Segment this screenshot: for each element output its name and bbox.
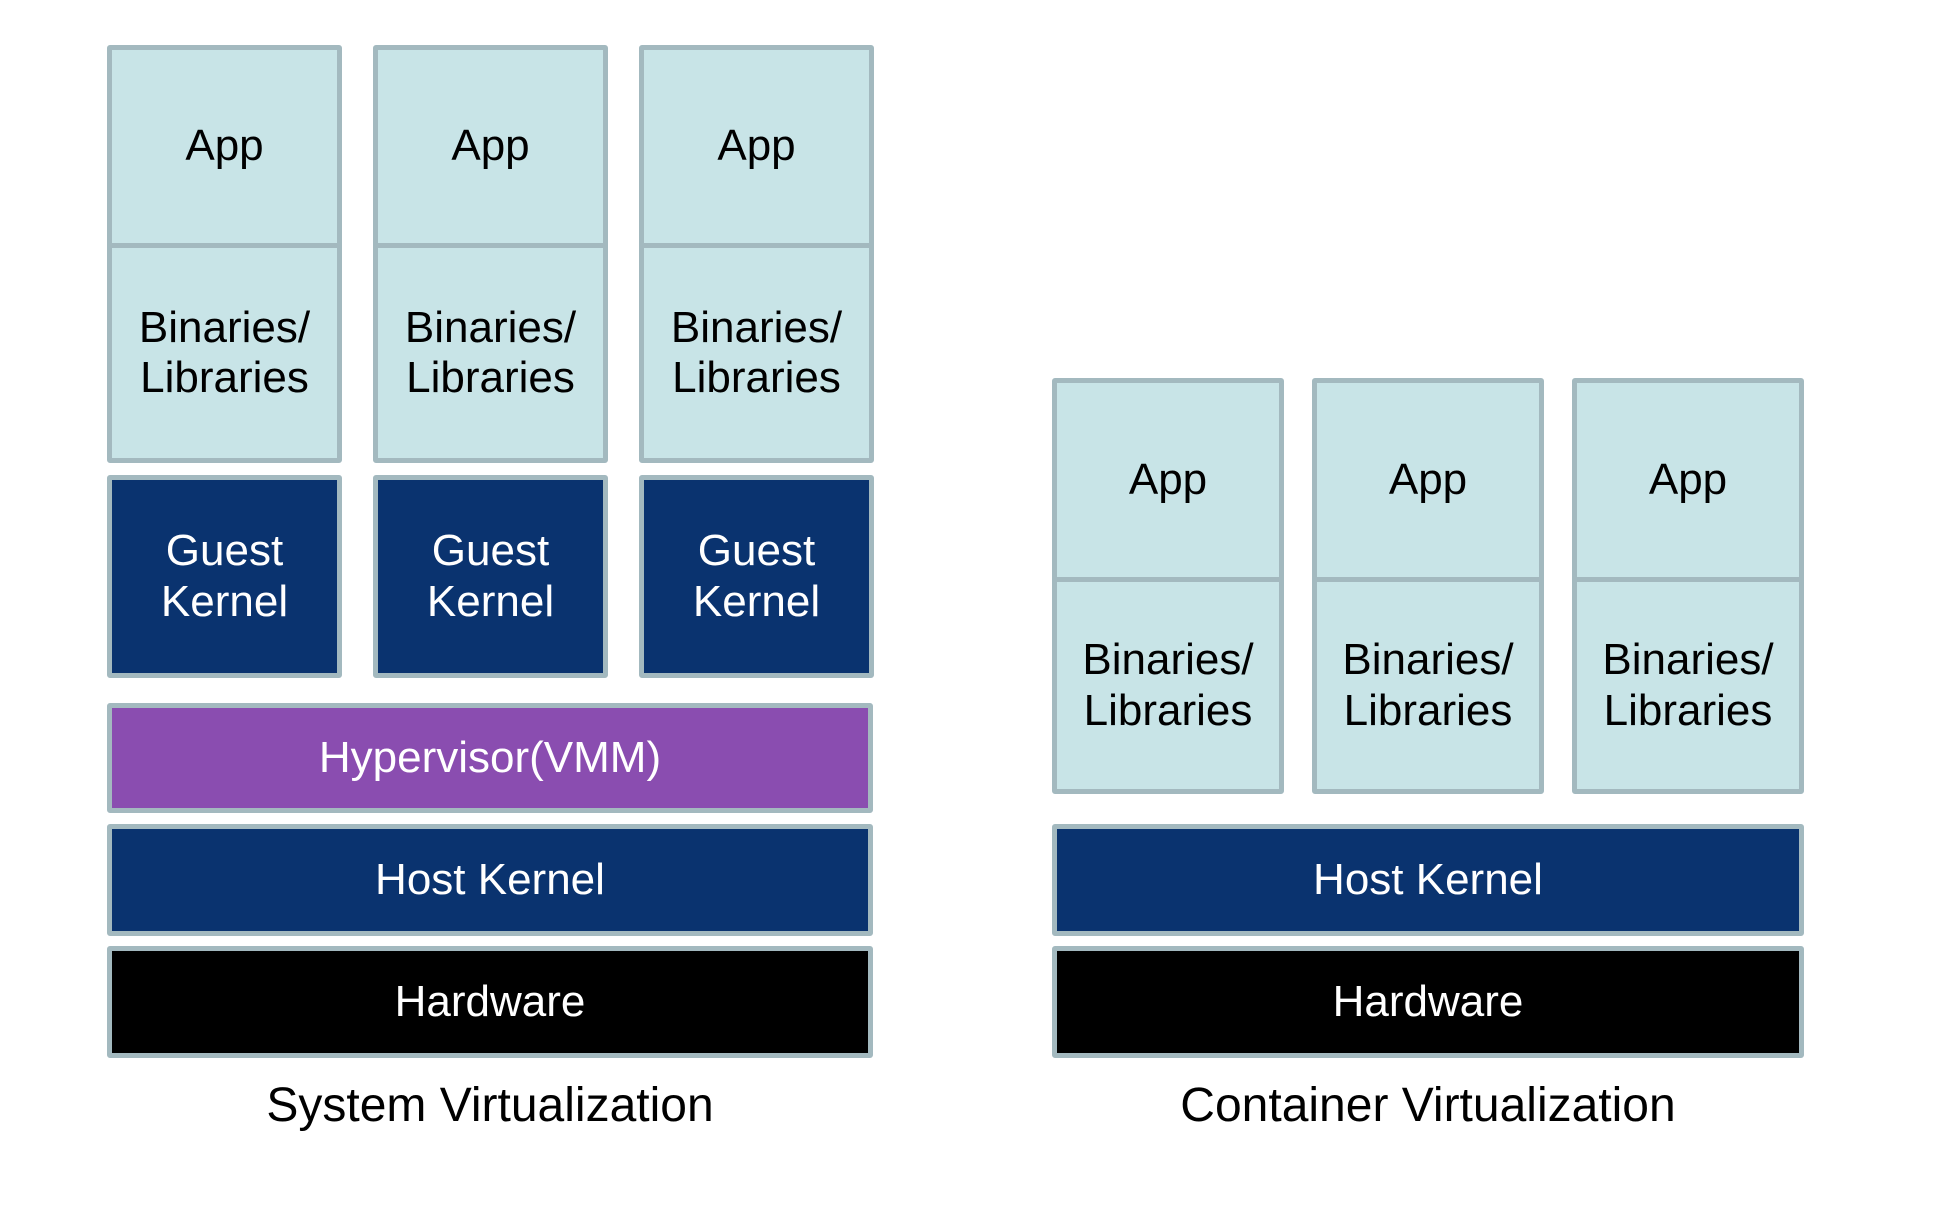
guest-kernel-label-line2: Kernel — [426, 576, 555, 626]
binaries-libraries-box: Binaries/ Libraries — [1317, 582, 1539, 789]
app-label: App — [1128, 454, 1208, 504]
vm-column-3: App Binaries/ Libraries — [639, 45, 874, 463]
hardware-label: Hardware — [1332, 976, 1524, 1026]
vm-column-1: App Binaries/ Libraries — [107, 45, 342, 463]
diagram-caption-container: Container Virtualization — [1180, 1079, 1676, 1132]
binaries-libraries-box: Binaries/ Libraries — [1057, 582, 1279, 789]
app-box: App — [1317, 383, 1539, 582]
app-label: App — [1388, 454, 1468, 504]
app-box: App — [378, 50, 603, 248]
host-kernel-box: Host Kernel — [107, 824, 873, 936]
app-box: App — [1577, 383, 1799, 582]
container-column-2: App Binaries/ Libraries — [1312, 378, 1544, 794]
hypervisor-box: Hypervisor(VMM) — [107, 703, 873, 813]
libs-label-line1: Binaries/ — [670, 302, 843, 352]
libs-label-line1: Binaries/ — [1342, 635, 1514, 685]
libs-label-line2: Libraries — [1603, 685, 1773, 735]
vm-column-2: App Binaries/ Libraries — [373, 45, 608, 463]
binaries-libraries-box: Binaries/ Libraries — [1577, 582, 1799, 789]
guest-kernel-box-1: Guest Kernel — [107, 475, 342, 678]
hypervisor-label: Hypervisor(VMM) — [318, 732, 662, 782]
diagram-caption-system: System Virtualization — [266, 1079, 714, 1132]
app-label: App — [717, 121, 796, 171]
libs-label-line2: Libraries — [406, 353, 575, 402]
app-label: App — [1648, 454, 1728, 504]
host-kernel-box: Host Kernel — [1052, 824, 1804, 936]
app-box: App — [112, 50, 337, 248]
app-label: App — [451, 121, 530, 171]
libs-label-line2: Libraries — [140, 353, 309, 402]
container-column-1: App Binaries/ Libraries — [1052, 378, 1284, 794]
container-column-3: App Binaries/ Libraries — [1572, 378, 1804, 794]
binaries-libraries-box: Binaries/ Libraries — [644, 248, 869, 458]
app-label: App — [185, 121, 264, 171]
libs-label-line2: Libraries — [1083, 685, 1253, 735]
hardware-label: Hardware — [394, 976, 586, 1026]
app-box: App — [644, 50, 869, 248]
hardware-box: Hardware — [1052, 946, 1804, 1058]
guest-kernel-label-line1: Guest — [431, 526, 550, 576]
guest-kernel-box-2: Guest Kernel — [373, 475, 608, 678]
binaries-libraries-box: Binaries/ Libraries — [112, 248, 337, 458]
guest-kernel-box-3: Guest Kernel — [639, 475, 874, 678]
libs-label-line1: Binaries/ — [404, 302, 577, 352]
guest-kernel-label-line1: Guest — [165, 526, 284, 576]
libs-label-line1: Binaries/ — [138, 302, 311, 352]
app-box: App — [1057, 383, 1279, 582]
guest-kernel-label-line2: Kernel — [692, 576, 821, 626]
libs-label-line1: Binaries/ — [1602, 635, 1774, 685]
host-kernel-label: Host Kernel — [375, 854, 605, 904]
libs-label-line1: Binaries/ — [1082, 635, 1254, 685]
guest-kernel-label-line2: Kernel — [160, 576, 289, 626]
libs-label-line2: Libraries — [1343, 685, 1513, 735]
host-kernel-label: Host Kernel — [1313, 854, 1543, 904]
guest-kernel-label-line1: Guest — [697, 526, 816, 576]
binaries-libraries-box: Binaries/ Libraries — [378, 248, 603, 458]
libs-label-line2: Libraries — [672, 353, 841, 402]
hardware-box: Hardware — [107, 946, 873, 1058]
